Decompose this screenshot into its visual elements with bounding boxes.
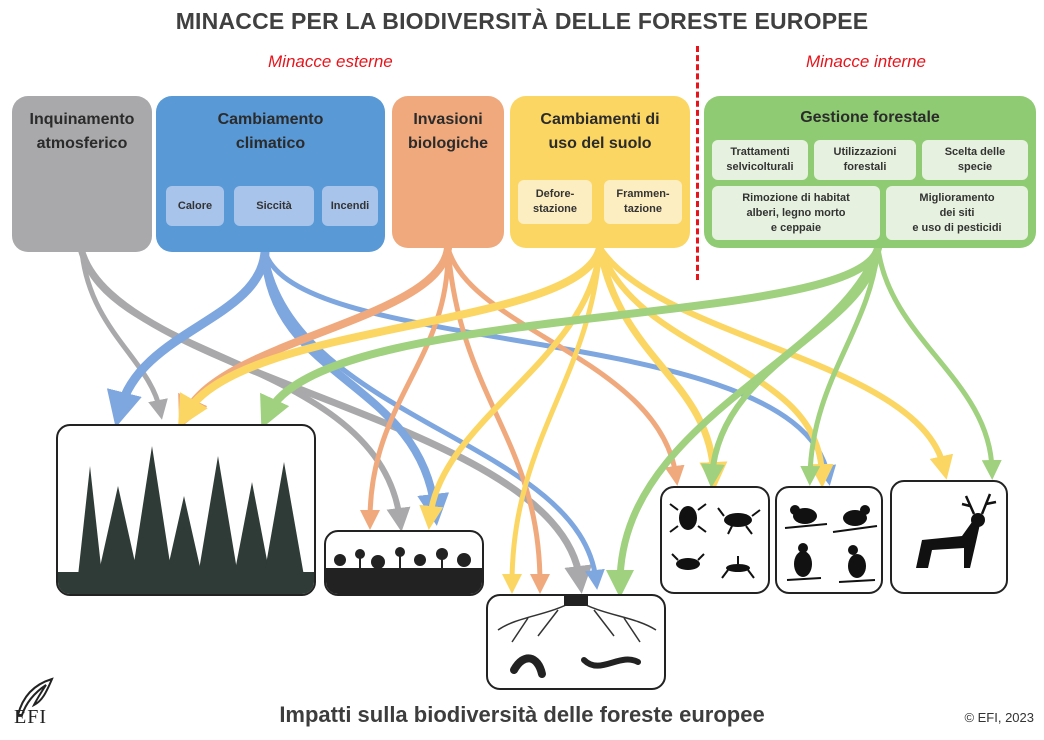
soil-fauna-icon	[497, 596, 657, 678]
climate-item-drought: Siccità	[234, 186, 314, 226]
deer-icon	[916, 493, 997, 568]
management-item-site-improvement: Miglioramento dei siti e uso di pesticid…	[886, 186, 1028, 240]
threat-box-land-use-change: Cambiamenti di uso del suolo Defore- sta…	[510, 96, 690, 248]
climate-item-fires: Incendi	[322, 186, 378, 226]
impacts-caption: Impatti sulla biodiversità delle foreste…	[279, 702, 765, 727]
management-item-species-choice: Scelta delle specie	[922, 140, 1028, 180]
land-use-item-deforestation: Defore- stazione	[518, 180, 592, 224]
page-title: MINACCE PER LA BIODIVERSITÀ DELLE FOREST…	[175, 8, 869, 34]
impact-panel-soil-fauna	[486, 594, 666, 690]
insects-icon	[669, 503, 761, 579]
threat-box-biological-invasions: Invasioni biologiche	[392, 96, 504, 248]
external-threats-label: Minacce esterne	[268, 52, 393, 71]
management-item-forest-harvesting: Utilizzazioni forestali	[814, 140, 916, 180]
efi-leaf-logo-icon	[16, 677, 54, 716]
climate-change-title: Cambiamento climatico	[217, 111, 324, 152]
impact-panel-insects	[660, 486, 770, 594]
climate-item-heat: Calore	[166, 186, 224, 226]
efi-logo-text: EFI	[14, 706, 47, 728]
trees-icon	[58, 446, 314, 594]
impact-panel-trees	[56, 424, 316, 596]
impact-panel-ground-plants	[324, 530, 484, 596]
air-pollution-title: Inquinamento atmosferico	[29, 111, 135, 152]
forest-management-title: Gestione forestale	[800, 109, 940, 126]
biological-invasions-title: Invasioni biologiche	[408, 111, 488, 152]
land-use-item-fragmentation: Frammen- tazione	[604, 180, 682, 224]
threat-box-forest-management: Gestione forestale Trattamenti selvicolt…	[704, 96, 1036, 248]
birds-icon	[784, 505, 878, 583]
management-item-silvicultural-treatments: Trattamenti selvicolturali	[712, 140, 808, 180]
section-divider	[696, 46, 699, 280]
land-use-change-title: Cambiamenti di uso del suolo	[540, 111, 660, 152]
impact-panel-deer	[890, 480, 1008, 594]
threat-box-climate-change: Cambiamento climatico Calore Siccità Inc…	[156, 96, 385, 252]
copyright-notice: © EFI, 2023	[964, 710, 1034, 725]
internal-threats-label: Minacce interne	[806, 52, 927, 71]
ground-plants-icon	[326, 547, 482, 594]
management-item-habitat-removal: Rimozione di habitat alberi, legno morto…	[712, 186, 880, 240]
threat-box-air-pollution: Inquinamento atmosferico	[12, 96, 152, 252]
impact-panel-birds	[775, 486, 883, 594]
